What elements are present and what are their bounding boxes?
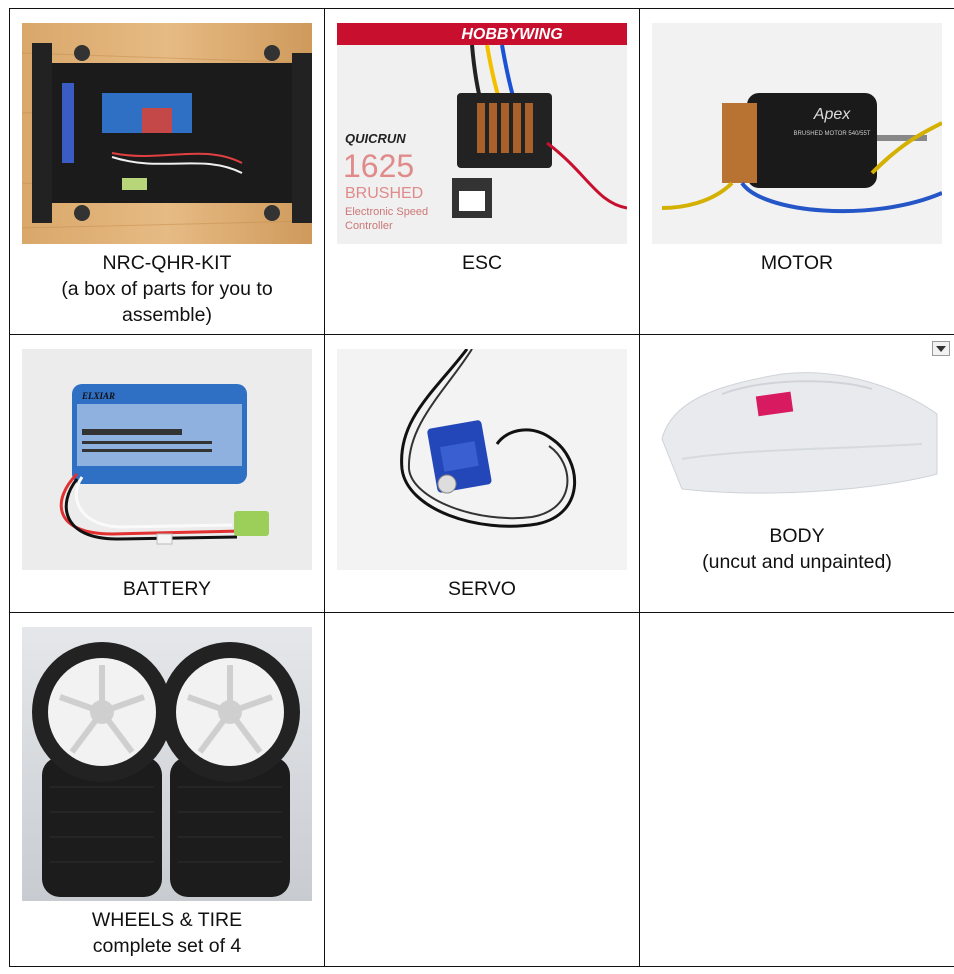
cell-servo: SERVO xyxy=(324,334,640,613)
kit-caption: NRC-QHR-KIT (a box of parts for you to a… xyxy=(61,252,273,326)
wheels-caption: WHEELS & TIRE complete set of 4 xyxy=(91,909,243,957)
battery-photo: ELXIAR xyxy=(22,349,312,570)
svg-text:1625: 1625 xyxy=(343,148,414,184)
battery-caption: BATTERY xyxy=(122,578,212,600)
svg-text:BRUSHED: BRUSHED xyxy=(345,185,423,202)
svg-text:HOBBYWING: HOBBYWING xyxy=(461,26,562,43)
body-photo xyxy=(652,349,942,517)
cell-wheels: WHEELS & TIRE complete set of 4 xyxy=(9,612,325,967)
cell-esc: HOBBYWING QUICRUN 1625 BRUSHED Electroni… xyxy=(324,8,640,335)
motor-photo: Apex BRUSHED MOTOR 540/55T xyxy=(652,23,942,244)
motor-caption: MOTOR xyxy=(760,252,834,274)
cell-kit: NRC-QHR-KIT (a box of parts for you to a… xyxy=(9,8,325,335)
servo-caption: SERVO xyxy=(448,578,516,600)
esc-caption: ESC xyxy=(461,252,503,274)
dropdown-toggle-button[interactable] xyxy=(932,341,950,356)
svg-text:Electronic Speed: Electronic Speed xyxy=(345,206,428,218)
svg-text:BRUSHED MOTOR 540/55T: BRUSHED MOTOR 540/55T xyxy=(794,131,871,137)
svg-text:Apex: Apex xyxy=(813,106,851,123)
parts-table: NRC-QHR-KIT (a box of parts for you to a… xyxy=(9,8,954,967)
kit-photo xyxy=(22,23,312,244)
chevron-down-icon xyxy=(936,345,946,352)
esc-photo: HOBBYWING QUICRUN 1625 BRUSHED Electroni… xyxy=(337,23,627,244)
wheels-photo xyxy=(22,627,312,901)
cell-empty-1 xyxy=(324,612,640,967)
svg-text:QUICRUN: QUICRUN xyxy=(345,131,406,146)
cell-battery: ELXIAR BATTERY xyxy=(9,334,325,613)
servo-photo xyxy=(337,349,627,570)
body-caption: BODY (uncut and unpainted) xyxy=(702,525,892,573)
svg-text:ELXIAR: ELXIAR xyxy=(81,391,115,401)
cell-body: BODY (uncut and unpainted) xyxy=(639,334,954,613)
cell-empty-2 xyxy=(639,612,954,967)
cell-motor: Apex BRUSHED MOTOR 540/55T MOTOR xyxy=(639,8,954,335)
svg-text:Controller: Controller xyxy=(345,220,393,232)
